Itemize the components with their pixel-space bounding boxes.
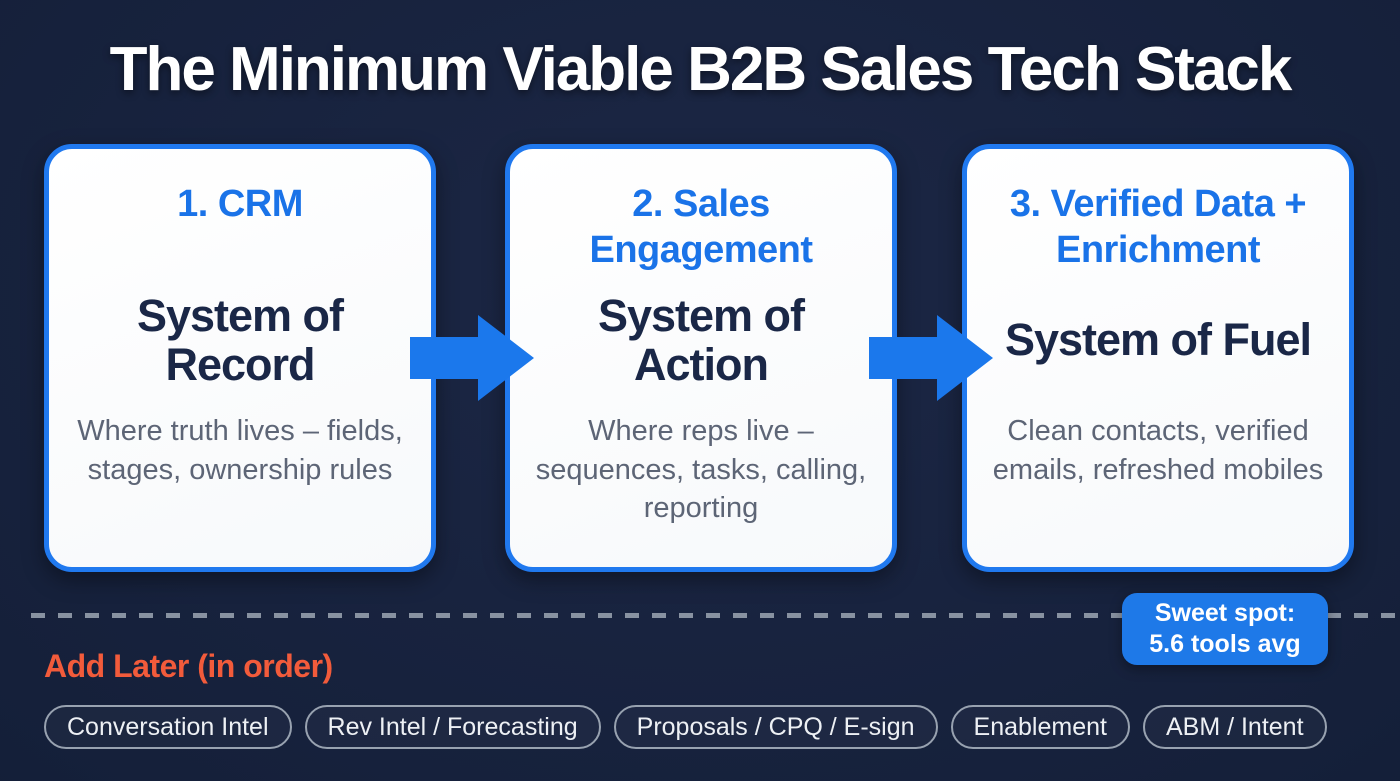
card-crm-description: Where truth lives – fields, stages, owne… <box>77 415 403 486</box>
card-sales-engagement-system-label: System of Action <box>597 289 805 390</box>
sweet-spot-line1: Sweet spot: <box>1154 598 1296 627</box>
card-sales-engagement-number: 2. Sales Engagement <box>589 183 813 271</box>
pill-conversation-intel: Conversation Intel <box>44 705 292 749</box>
dashed-divider <box>31 613 1400 618</box>
pill-proposals-cpq-esign: Proposals / CPQ / E-sign <box>613 705 938 749</box>
pill-abm-intent: ABM / Intent <box>1142 705 1327 749</box>
card-crm-system-label: System of Record <box>136 289 344 390</box>
page-title: The Minimum Viable B2B Sales Tech Stack <box>109 35 1293 104</box>
card-verified-data-system-label: System of Fuel <box>1004 314 1312 366</box>
add-later-pill-row: Conversation Intel Rev Intel / Forecasti… <box>44 705 1364 749</box>
card-sales-engagement-description: Where reps live – sequences, tasks, call… <box>535 415 867 525</box>
card-verified-data-description: Clean contacts, verified emails, refresh… <box>992 415 1324 486</box>
card-verified-data: 3. Verified Data + Enrichment System of … <box>962 144 1354 572</box>
arrow-right-icon <box>869 315 993 401</box>
add-later-heading: Add Later (in order) <box>44 648 333 684</box>
sweet-spot-badge: Sweet spot: 5.6 tools avg <box>1122 593 1328 665</box>
card-verified-data-number: 3. Verified Data + Enrichment <box>1009 183 1307 271</box>
pill-rev-intel-forecasting: Rev Intel / Forecasting <box>304 705 601 749</box>
card-sales-engagement: 2. Sales Engagement System of Action Whe… <box>505 144 897 572</box>
card-crm-number: 1. CRM <box>177 183 303 225</box>
arrow-right-icon <box>410 315 534 401</box>
sweet-spot-line2: 5.6 tools avg <box>1149 630 1301 658</box>
pill-enablement: Enablement <box>950 705 1130 749</box>
card-crm: 1. CRM System of Record Where truth live… <box>44 144 436 572</box>
